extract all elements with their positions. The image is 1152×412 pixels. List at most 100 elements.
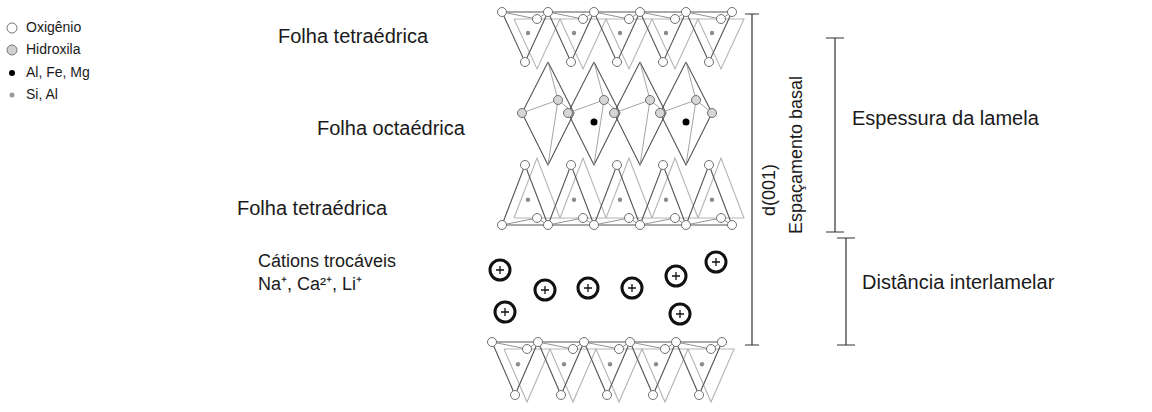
- oxygen-atom: [544, 221, 553, 230]
- oxygen-atom: [672, 338, 681, 347]
- plus-sign: [676, 310, 684, 318]
- tetra-edge: [548, 218, 583, 225]
- tetrahedron: [630, 342, 676, 395]
- tetra-edge: [686, 12, 721, 19]
- oxygen-atom: [557, 391, 566, 400]
- oxygen-atom: [590, 8, 599, 17]
- oxygen-atom: [705, 58, 714, 67]
- legend-swatch: [9, 70, 15, 76]
- tetrahedron: [502, 12, 548, 62]
- legend-swatch: [7, 23, 17, 33]
- tetrahedron: [676, 342, 722, 395]
- silicon-atom: [664, 198, 668, 202]
- tetrahedron: [504, 349, 550, 402]
- oxygen-atom: [625, 214, 634, 223]
- plus-sign: [628, 284, 636, 292]
- oxygen-atom: [636, 221, 645, 230]
- tetrahedron: [548, 12, 594, 62]
- oxygen-atom: [708, 109, 717, 118]
- oxygen-atom: [718, 338, 727, 347]
- tetrahedron: [688, 349, 734, 402]
- tetrahedron: [548, 165, 594, 225]
- oxygen-atom: [626, 338, 635, 347]
- oxygen-atom: [488, 338, 497, 347]
- silicon-atom: [710, 198, 714, 202]
- cation-circle: [535, 280, 555, 300]
- silicon-atom: [664, 31, 668, 35]
- tetra-edge: [548, 12, 583, 19]
- aluminium-atom: [591, 119, 598, 126]
- legend-swatch: [7, 45, 17, 55]
- octahedron-edge: [548, 62, 558, 165]
- tetrahedron: [514, 19, 560, 69]
- octahedron: [660, 62, 712, 165]
- oxygen-atom: [521, 161, 530, 170]
- cation-circle: [495, 302, 515, 322]
- oxygen-atom: [600, 96, 609, 105]
- oxygen-atom: [544, 8, 553, 17]
- oxygen-atom: [518, 109, 527, 118]
- dimension-lines: [745, 14, 855, 345]
- plus-sign: [501, 308, 509, 316]
- oxygen-atom: [625, 15, 634, 24]
- tetrahedron: [560, 158, 606, 218]
- legend-swatch: [10, 93, 15, 98]
- layer-bracket: [826, 38, 844, 232]
- cation-circle: [578, 278, 598, 298]
- tetrahedron: [560, 19, 606, 69]
- oxygen-atom: [579, 15, 588, 24]
- tetrahedron: [594, 12, 640, 62]
- oxygen-atom: [692, 96, 701, 105]
- tetrahedron: [584, 342, 630, 395]
- cation-circle: [666, 266, 686, 286]
- oxygen-atom: [615, 345, 624, 354]
- oxygen-atom: [533, 214, 542, 223]
- oxygen-atom: [554, 96, 563, 105]
- oxygen-atom: [533, 15, 542, 24]
- tetra-edge: [640, 218, 675, 225]
- tetra-edge: [640, 12, 675, 19]
- part-label: Folha tetraédrica: [237, 196, 387, 220]
- oxygen-atom: [521, 58, 530, 67]
- silicon-atom: [700, 362, 704, 366]
- oxygen-atom: [695, 391, 704, 400]
- oxygen-atom: [707, 345, 716, 354]
- silicon-atom: [562, 362, 566, 366]
- octahedron-edge: [640, 62, 650, 165]
- silicon-atom: [608, 362, 612, 366]
- part-label: Folha octaédrica: [317, 116, 465, 140]
- oxygen-atom: [567, 161, 576, 170]
- oxygen-atom: [671, 15, 680, 24]
- oxygen-atom: [603, 391, 612, 400]
- oxygen-atom: [579, 214, 588, 223]
- octahedron-edge: [660, 100, 712, 113]
- oxygen-atom: [659, 161, 668, 170]
- tetrahedron: [642, 349, 688, 402]
- oxygen-atom: [498, 8, 507, 17]
- oxygen-atom: [610, 109, 619, 118]
- basal-spacing-line: [745, 14, 759, 345]
- oxygen-atom: [671, 214, 680, 223]
- cation-circle: [490, 260, 510, 280]
- legend-text: Si, Al: [26, 86, 58, 103]
- part-label: Folha tetraédrica: [278, 24, 428, 48]
- tetra-edge: [538, 342, 573, 349]
- cation-circle: [670, 304, 690, 324]
- plus-sign: [584, 284, 592, 292]
- legend-text: Al, Fe, Mg: [26, 64, 90, 81]
- tetrahedron: [698, 158, 744, 218]
- silicon-atom: [526, 31, 530, 35]
- octahedron: [522, 62, 574, 165]
- oxygen-atom: [569, 345, 578, 354]
- silicon-atom: [526, 198, 530, 202]
- oxygen-atom: [661, 345, 670, 354]
- oxygen-atom: [717, 15, 726, 24]
- tetrahedron: [492, 342, 538, 395]
- dimension-label: Espaçamento basal: [786, 76, 808, 234]
- oxygen-atom: [636, 8, 645, 17]
- tetrahedron: [502, 165, 548, 225]
- oxygen-atom: [580, 338, 589, 347]
- oxygen-atom: [649, 391, 658, 400]
